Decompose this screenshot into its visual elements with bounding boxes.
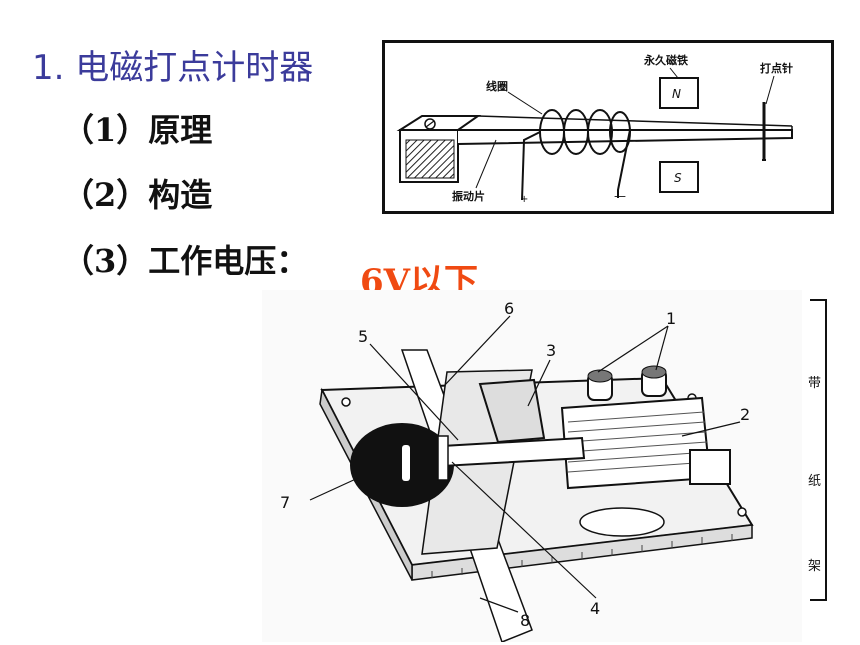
part-5-label: 5 xyxy=(358,327,368,346)
part-3-label: 3 xyxy=(546,341,556,360)
part-4-label: 4 xyxy=(590,599,600,618)
coil xyxy=(521,109,631,201)
principle-schematic: + — N S 线圈 永久磁铁 打点针 振动片 xyxy=(382,40,834,214)
label-coil: 线圈 xyxy=(486,79,508,93)
magnet-north xyxy=(659,77,699,109)
part-2-label: 2 xyxy=(740,405,750,424)
item-structure: （2）构造 xyxy=(62,176,213,214)
screw-icon xyxy=(424,118,436,130)
part-7-label: 7 xyxy=(280,493,290,512)
svg-text:S: S xyxy=(674,171,682,185)
side-label-2: 纸 xyxy=(808,474,822,489)
label-needle: 打点针 xyxy=(760,61,793,75)
svg-text:+: + xyxy=(520,194,528,205)
bracket-line xyxy=(810,299,827,601)
needle-holder xyxy=(437,435,449,481)
side-label-1: 带 xyxy=(808,376,822,391)
part-8-label: 8 xyxy=(520,611,530,630)
part-6-label: 6 xyxy=(504,299,514,318)
slide-title: 1. 电磁打点计时器 xyxy=(32,48,314,88)
item-voltage: （3）工作电压： xyxy=(62,242,309,280)
magnet-south xyxy=(659,161,699,193)
side-label-3: 架 xyxy=(808,559,822,574)
item-principle: （1）原理 xyxy=(62,111,213,149)
timer-device-figure: 1 2 3 4 5 6 7 8 xyxy=(262,290,802,642)
maker-plate xyxy=(579,507,665,537)
svg-text:N: N xyxy=(672,87,681,101)
permanent-magnet xyxy=(478,378,546,444)
label-vibrator: 振动片 xyxy=(452,189,485,203)
label-magnet: 永久磁铁 xyxy=(643,53,688,67)
svg-text:—: — xyxy=(614,189,626,203)
part-1-label: 1 xyxy=(666,309,676,328)
